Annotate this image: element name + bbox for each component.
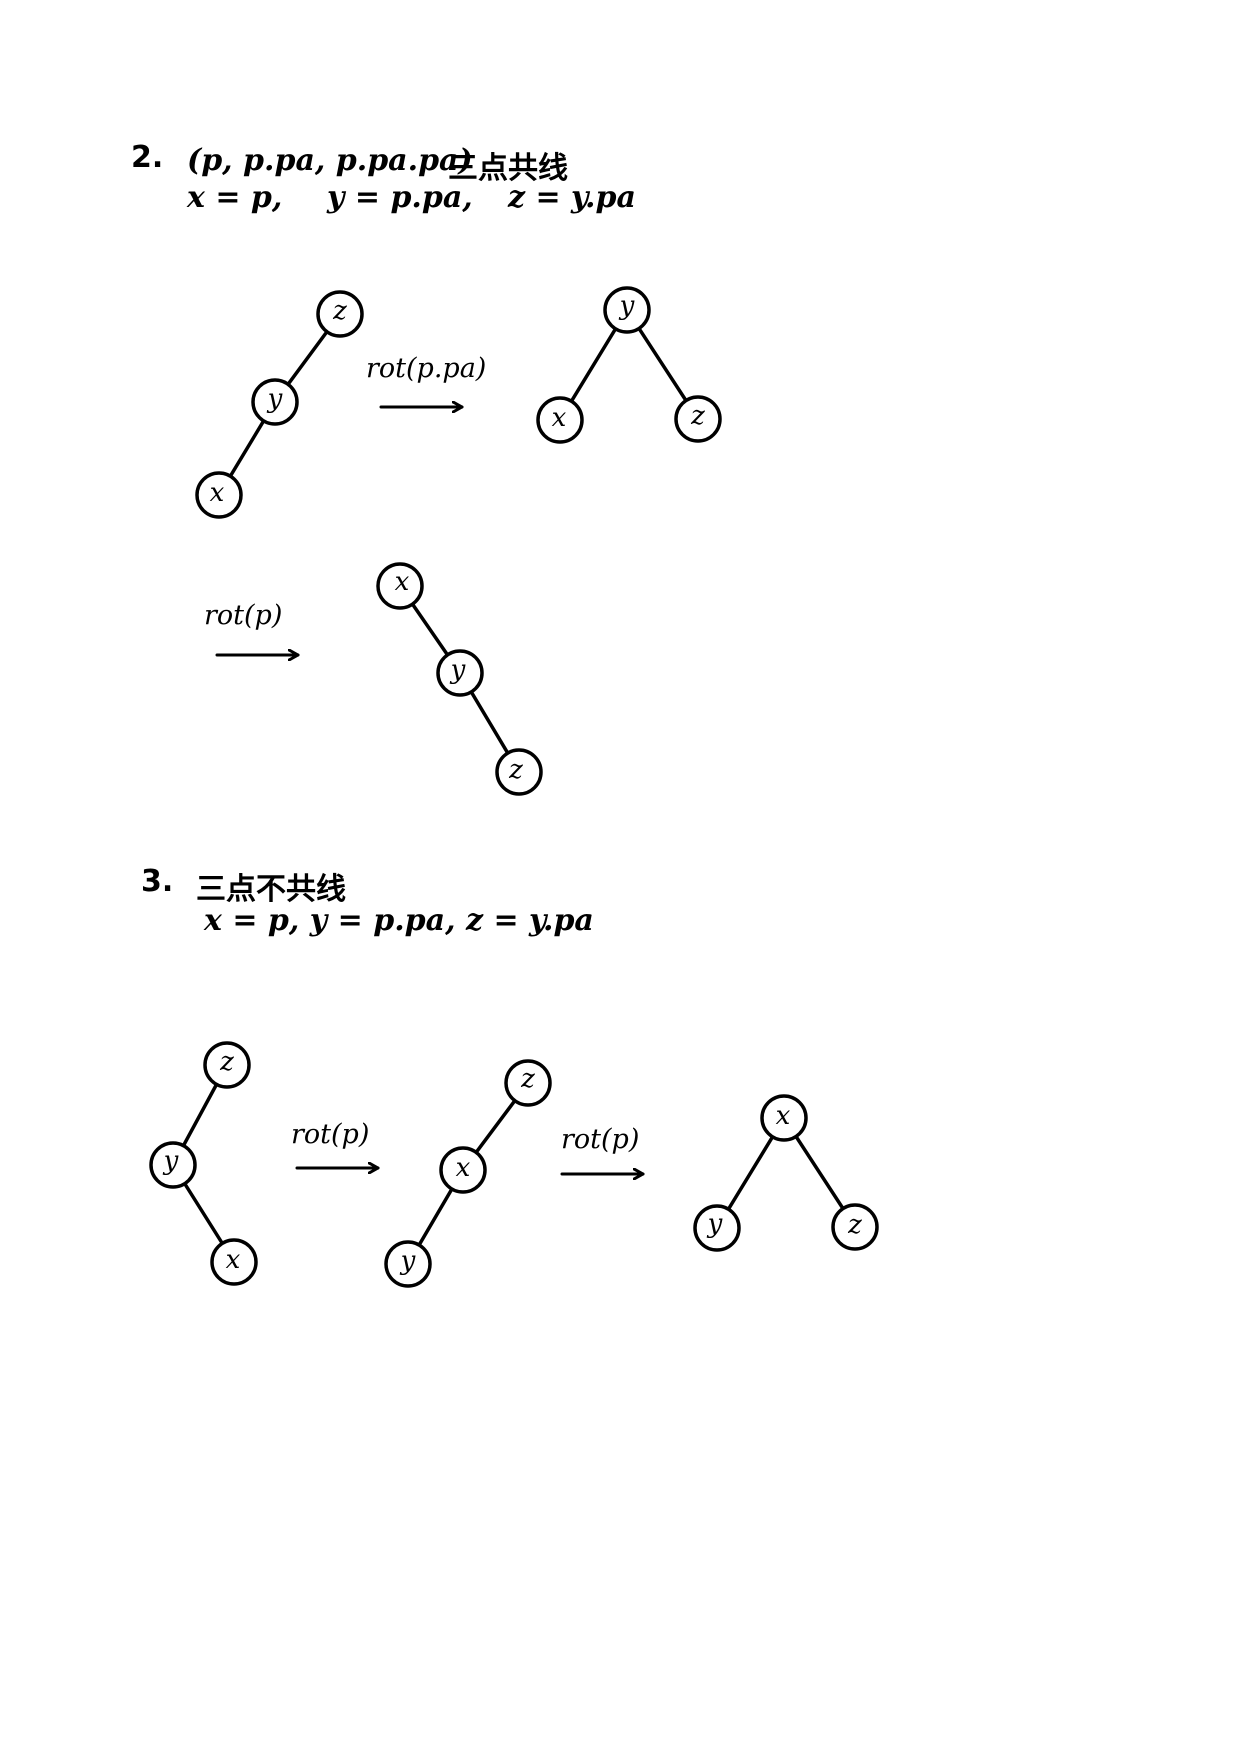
section-2-number: 2. bbox=[131, 140, 164, 175]
section-2-tuple: (p, p.pa, p.pa.pa) bbox=[187, 143, 473, 178]
node-x bbox=[439, 1146, 487, 1194]
node-z bbox=[674, 395, 722, 443]
node-z bbox=[203, 1041, 251, 1089]
node-label-y: y bbox=[267, 384, 283, 414]
node-label-x: x bbox=[552, 403, 567, 433]
node-z bbox=[504, 1059, 552, 1107]
node-label-x: x bbox=[210, 478, 225, 508]
node-y bbox=[693, 1204, 741, 1252]
section-3-assignments: x = p, y = p.pa, z = y.pa bbox=[204, 903, 594, 938]
section-3-title: 三点不共线 bbox=[196, 872, 346, 907]
node-x bbox=[195, 471, 243, 519]
node-y bbox=[149, 1141, 197, 1189]
node-z bbox=[495, 748, 543, 796]
node-y bbox=[603, 286, 651, 334]
node-y bbox=[384, 1240, 432, 1288]
section-3-number: 3. bbox=[141, 864, 174, 899]
node-x bbox=[536, 396, 584, 444]
section-2-assign-y: y = p.pa, bbox=[327, 180, 473, 215]
section-2-assign-z: z = y.pa bbox=[508, 180, 636, 215]
arrow-label-rot-p: rot(p) bbox=[561, 1124, 639, 1155]
node-z bbox=[831, 1203, 879, 1251]
node-y bbox=[251, 378, 299, 426]
node-label-x: x bbox=[456, 1153, 471, 1183]
node-y bbox=[436, 649, 484, 697]
section-2-title: 三点共线 bbox=[448, 151, 568, 186]
node-label-z: z bbox=[847, 1210, 862, 1240]
node-label-x: x bbox=[395, 567, 410, 597]
node-label-z: z bbox=[690, 401, 705, 431]
node-x bbox=[760, 1094, 808, 1142]
node-label-y: y bbox=[450, 655, 466, 685]
arrow-label-rot-p-pa: rot(p.pa) bbox=[366, 353, 486, 384]
node-z bbox=[316, 290, 364, 338]
arrow-label-rot-p: rot(p) bbox=[291, 1119, 369, 1150]
node-label-z: z bbox=[332, 296, 347, 326]
node-label-z: z bbox=[219, 1047, 234, 1077]
node-label-z: z bbox=[520, 1064, 535, 1094]
section-2-assign-x: x = p, bbox=[187, 180, 283, 215]
node-label-y: y bbox=[400, 1246, 416, 1276]
node-label-x: x bbox=[776, 1101, 791, 1131]
arrow-label-rot-p: rot(p) bbox=[204, 600, 282, 631]
node-x bbox=[376, 562, 424, 610]
node-label-y: y bbox=[707, 1209, 723, 1239]
node-label-x: x bbox=[226, 1245, 241, 1275]
node-label-y: y bbox=[163, 1146, 179, 1176]
node-label-z: z bbox=[508, 755, 523, 785]
node-label-y: y bbox=[619, 291, 635, 321]
node-x bbox=[210, 1238, 258, 1286]
